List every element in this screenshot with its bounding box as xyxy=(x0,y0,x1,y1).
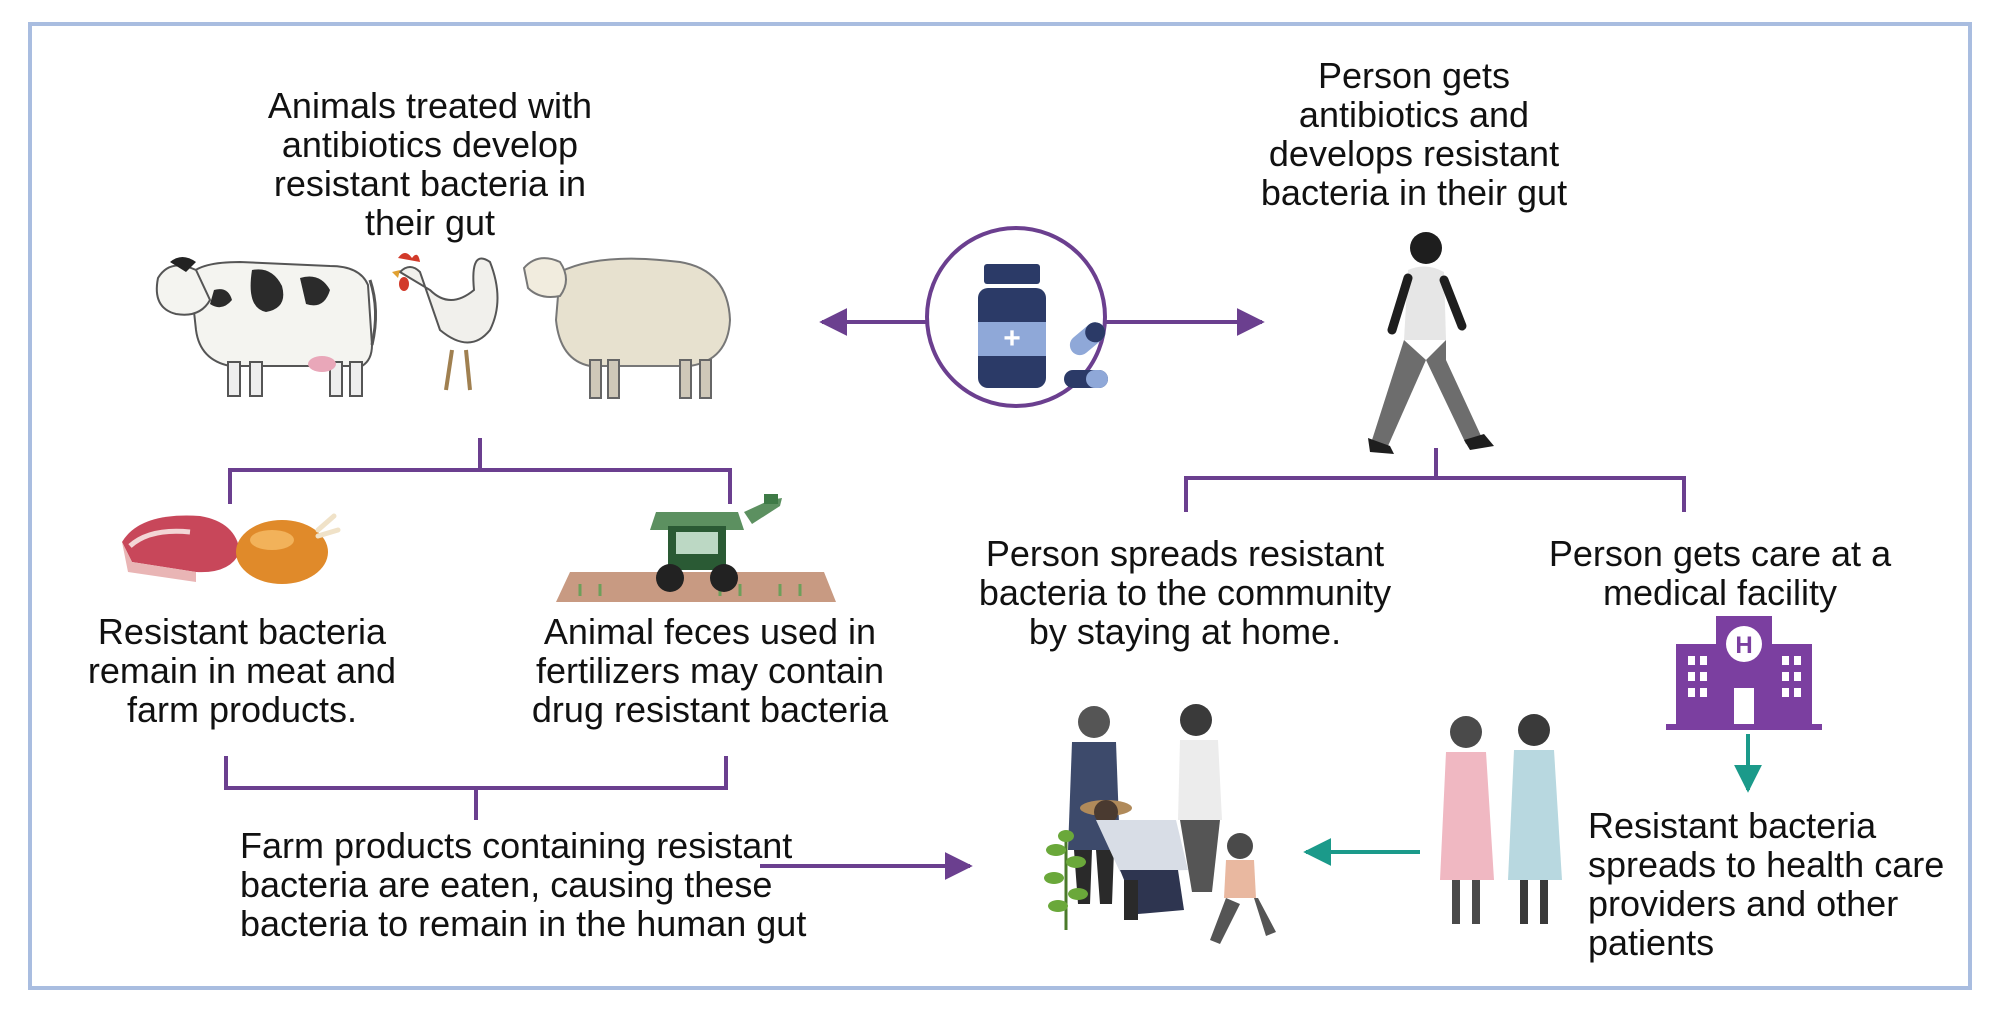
hospital-icon: H xyxy=(1666,616,1822,730)
farm-products-eaten-text: Farm products containing resistant bacte… xyxy=(240,825,807,944)
animals-branch-connector xyxy=(228,438,732,504)
person-spreads-text: Person spreads resistant bacteria to the… xyxy=(978,533,1392,652)
walking-person-icon xyxy=(1368,232,1494,454)
chicken-icon xyxy=(392,253,499,391)
person-gets-antibiotics-text: Person gets antibiotics and develops res… xyxy=(1260,55,1568,213)
person-care-text: Person gets care at a medical facility xyxy=(1548,533,1892,613)
patients-icon xyxy=(1440,714,1562,924)
meat-icon xyxy=(122,513,341,584)
animals-treated-text: Animals treated with antibiotics develop… xyxy=(267,85,593,243)
farm-merge-connector xyxy=(224,756,728,820)
meat-products-text: Resistant bacteria remain in meat and fa… xyxy=(87,611,397,730)
diagram-frame xyxy=(28,22,1972,990)
person-branch-connector xyxy=(1184,448,1686,512)
sheep-icon xyxy=(522,257,732,399)
spreads-health-care-text: Resistant bacteria spreads to health car… xyxy=(1588,805,1945,963)
cow-icon xyxy=(155,257,378,397)
antibiotics-bottle-icon: + xyxy=(925,226,1108,408)
animal-feces-text: Animal feces used in fertilizers may con… xyxy=(531,611,889,730)
svg-text:+: + xyxy=(1003,322,1021,355)
tractor-icon xyxy=(556,494,836,602)
svg-text:H: H xyxy=(1735,632,1752,659)
community-people-icon xyxy=(1044,704,1276,944)
